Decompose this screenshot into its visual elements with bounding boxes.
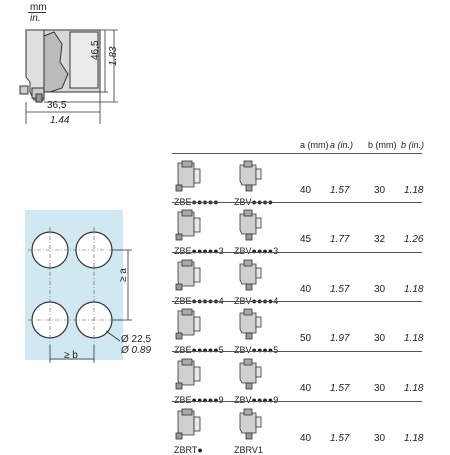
cell-a-in: 1.97 <box>330 333 350 344</box>
model-name-1: ZBRT● <box>174 445 203 455</box>
zbe-contact-block-icon <box>175 408 201 440</box>
diameter-in: Ø 0.89 <box>121 345 152 356</box>
cell-a-mm: 40 <box>300 383 312 394</box>
cutout-drawing <box>25 210 132 363</box>
cell-a-in: 1.57 <box>330 433 350 444</box>
zbv-contact-block-icon <box>239 408 262 440</box>
model-name-2: ZBV●●●●9 <box>234 395 279 405</box>
diameter-mm: Ø 22,5 <box>121 334 152 345</box>
cell-b-in: 1.18 <box>404 383 424 394</box>
width-in: 1.44 <box>50 115 70 126</box>
cell-a-mm: 40 <box>300 185 312 196</box>
table-row: ZBE●●●●●9 ZBV●●●●9 40 1.57 30 1.18 <box>172 351 424 405</box>
cell-b-in: 1.18 <box>404 185 424 196</box>
dim-b-label: ≥ b <box>64 350 78 361</box>
model-name-2: ZBRV1 <box>234 445 263 455</box>
zbv-contact-block-icon <box>239 209 262 241</box>
model-name-1: ZBE●●●●●3 <box>174 246 224 256</box>
table-row: ZBRT● ZBRV1 40 1.57 30 1.18 <box>172 401 424 455</box>
model-name-1: ZBE●●●●●5 <box>174 345 224 355</box>
header-b-mm: b (mm) <box>368 140 397 150</box>
cell-b-mm: 30 <box>374 284 386 295</box>
cell-a-mm: 50 <box>300 333 312 344</box>
zbv-contact-block-icon <box>239 358 262 390</box>
model-name-2: ZBV●●●●3 <box>234 246 279 256</box>
header-a-in: a (in.) <box>330 140 354 150</box>
cell-b-mm: 32 <box>374 234 386 245</box>
height-mm: 46,5 <box>90 40 101 60</box>
cell-b-mm: 30 <box>374 333 386 344</box>
side-view-drawing <box>19 29 118 124</box>
zbv-contact-block-icon <box>239 259 262 291</box>
cell-b-in: 1.18 <box>404 433 424 444</box>
unit-in-label: in. <box>30 13 41 24</box>
unit-mm-label: mm <box>30 2 47 13</box>
zbe-contact-block-icon <box>175 308 201 340</box>
cell-a-in: 1.57 <box>330 383 350 394</box>
zbe-contact-block-icon <box>175 209 201 241</box>
zbe-contact-block-icon <box>175 358 201 390</box>
zbv-contact-block-icon <box>239 160 262 192</box>
cell-a-in: 1.57 <box>330 185 350 196</box>
cell-b-mm: 30 <box>374 185 386 196</box>
zbe-contact-block-icon <box>175 160 201 192</box>
zbv-contact-block-icon <box>239 308 262 340</box>
zbe-contact-block-icon <box>175 259 201 291</box>
cell-b-mm: 30 <box>374 383 386 394</box>
cell-b-mm: 30 <box>374 433 386 444</box>
cell-b-in: 1.18 <box>404 333 424 344</box>
cell-a-mm: 40 <box>300 433 312 444</box>
unit-divider <box>28 12 46 13</box>
table-row: ZBE●●●●●5 ZBV●●●●5 50 1.97 30 1.18 <box>172 301 424 355</box>
cell-b-in: 1.18 <box>404 284 424 295</box>
model-name-2: ZBV●●●●5 <box>234 345 279 355</box>
cell-a-in: 1.57 <box>330 284 350 295</box>
cell-b-in: 1.26 <box>404 234 424 245</box>
table-header: a (mm) a (in.) b (mm) b (in.) <box>172 140 425 154</box>
width-mm: 36,5 <box>47 100 67 111</box>
cell-a-in: 1.77 <box>330 234 350 245</box>
cell-a-mm: 40 <box>300 284 312 295</box>
height-in: 1.83 <box>108 46 119 66</box>
table-row: ZBE●●●●●3 ZBV●●●●3 45 1.77 32 1.26 <box>172 202 424 256</box>
cell-a-mm: 45 <box>300 234 312 245</box>
header-b-in: b (in.) <box>401 140 425 150</box>
dim-a-label: ≥ a <box>118 268 129 282</box>
model-name-1: ZBE●●●●●9 <box>174 395 224 405</box>
header-a-mm: a (mm) <box>300 140 329 150</box>
